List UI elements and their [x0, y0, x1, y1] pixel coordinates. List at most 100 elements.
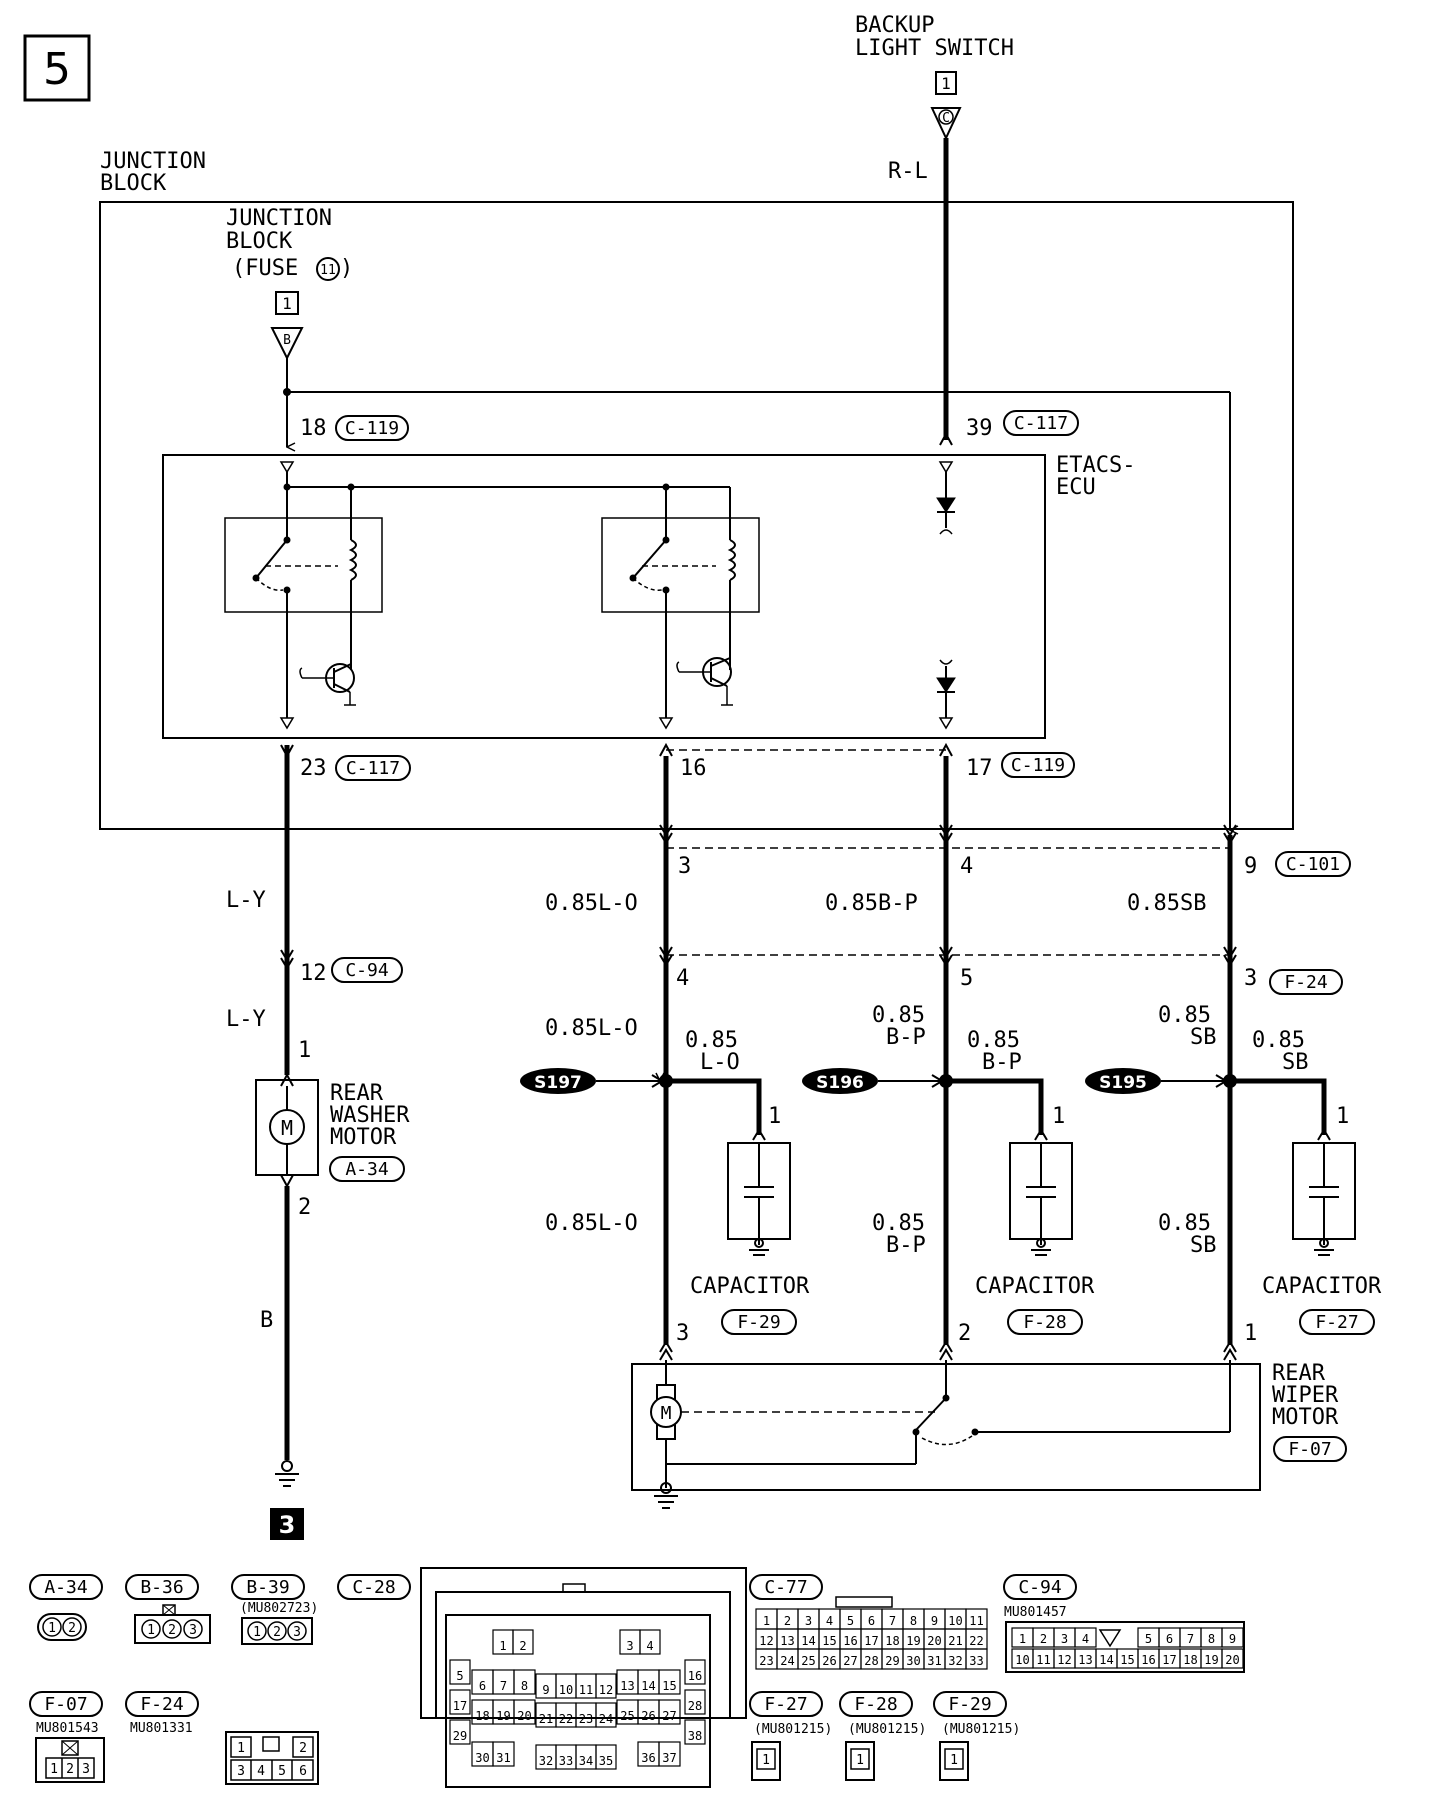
- svg-text:2: 2: [299, 1741, 307, 1756]
- c28-pin-label: 29: [453, 1729, 467, 1743]
- svg-text:(MU801215): (MU801215): [848, 1722, 926, 1737]
- c28-pin-label: 30: [475, 1751, 489, 1765]
- backup-light-switch: BACKUP LIGHT SWITCH 1 C: [855, 13, 1014, 141]
- svg-text:1: 1: [48, 1621, 56, 1636]
- svg-text:2: 2: [168, 1623, 176, 1638]
- c77-pin-label: 17: [864, 1634, 878, 1648]
- c77-pin-label: 27: [843, 1654, 857, 1668]
- c94-pin-label: 16: [1141, 1653, 1155, 1667]
- c28-pin-label: 12: [599, 1683, 613, 1697]
- svg-text:11: 11: [320, 263, 336, 278]
- junction-block: JUNCTION BLOCK: [99, 149, 1294, 830]
- c28-pin-label: 27: [662, 1709, 676, 1723]
- svg-text:B: B: [260, 1308, 273, 1333]
- backup-switch-label-1: BACKUP: [855, 13, 934, 38]
- svg-text:C-119: C-119: [1011, 755, 1065, 776]
- svg-text:F-24: F-24: [1284, 972, 1327, 993]
- c94-pin-label: 3: [1061, 1632, 1068, 1646]
- connector-tag-f24: F-24: [1269, 969, 1343, 995]
- svg-text:9: 9: [1244, 854, 1257, 879]
- svg-text:S196: S196: [816, 1073, 864, 1093]
- connector-tag-c119a: C-119: [335, 415, 409, 441]
- c28-pin-cell: [595, 1702, 617, 1728]
- svg-text:3: 3: [82, 1762, 90, 1777]
- svg-text:MOTOR: MOTOR: [1272, 1405, 1339, 1430]
- svg-text:SB: SB: [1190, 1025, 1217, 1050]
- svg-text:23: 23: [300, 756, 327, 781]
- svg-text:17: 17: [966, 756, 993, 781]
- c94-pin-label: 17: [1162, 1653, 1176, 1667]
- conn-ref-b39: B-39 (MU802723) 1 2 3: [231, 1574, 318, 1645]
- svg-text:1: 1: [147, 1623, 155, 1638]
- c28-pin-label: 11: [579, 1683, 593, 1697]
- svg-text:F-07: F-07: [44, 1694, 87, 1715]
- svg-text:0.85: 0.85: [1158, 1003, 1211, 1028]
- c77-pin-label: 26: [822, 1654, 836, 1668]
- svg-text:C-94: C-94: [345, 960, 388, 981]
- svg-text:3: 3: [1244, 966, 1257, 991]
- svg-text:1: 1: [298, 1038, 311, 1063]
- c28-pin-label: 10: [559, 1683, 573, 1697]
- splice-s195: S195: [1085, 1068, 1237, 1094]
- c77-pin-label: 4: [826, 1614, 833, 1628]
- svg-text:0.85: 0.85: [872, 1211, 925, 1236]
- c94-pin-label: 13: [1078, 1653, 1092, 1667]
- rear-washer-motor: M REAR WASHER MOTOR A-34 2: [255, 1072, 410, 1220]
- svg-text:(FUSE: (FUSE: [232, 256, 298, 281]
- svg-text:3: 3: [189, 1623, 197, 1638]
- c94-pin-cell: [1221, 1627, 1244, 1648]
- svg-text:WASHER: WASHER: [330, 1103, 410, 1128]
- svg-text:B-P: B-P: [886, 1233, 926, 1258]
- svg-text:SB: SB: [1282, 1050, 1309, 1075]
- c94-pin-label: 4: [1082, 1632, 1089, 1646]
- c28-pin-label: 34: [579, 1754, 593, 1768]
- capacitor-f27: 1 CAPACITOR F-27: [1230, 1078, 1382, 1335]
- svg-text:ETACS-: ETACS-: [1056, 453, 1135, 478]
- svg-text:C-101: C-101: [1286, 854, 1340, 875]
- svg-text:ECU: ECU: [1056, 475, 1096, 500]
- c28-pin-label: 20: [517, 1709, 531, 1723]
- svg-text:3: 3: [678, 854, 691, 879]
- c28-pin-cell: [595, 1744, 617, 1770]
- c28-pin-cell: [449, 1689, 471, 1715]
- svg-text:MU801457: MU801457: [1004, 1605, 1067, 1620]
- c94-frame: [1005, 1621, 1245, 1673]
- c94-pin-label: 8: [1208, 1632, 1215, 1646]
- c77-pin-label: 13: [780, 1634, 794, 1648]
- c77-pin-label: 1: [763, 1614, 770, 1628]
- c28-pin-label: 15: [662, 1679, 676, 1693]
- svg-text:4: 4: [257, 1764, 265, 1779]
- c28-pin-label: 14: [641, 1679, 655, 1693]
- washer-ground: B 3: [260, 1186, 304, 1540]
- conn-ref-f07: F-07 MU801543 1 2 3: [29, 1691, 105, 1783]
- svg-text:BLOCK: BLOCK: [226, 229, 293, 254]
- svg-text:1: 1: [1336, 1104, 1349, 1129]
- c28-pin-label: 21: [539, 1712, 553, 1726]
- c28-pin-label: 37: [662, 1751, 676, 1765]
- svg-text:0.85B-P: 0.85B-P: [825, 891, 918, 916]
- c77-pin-label: 18: [885, 1634, 899, 1648]
- c28-pin-label: 24: [599, 1712, 613, 1726]
- svg-text:0.85L-O: 0.85L-O: [545, 891, 638, 916]
- c28-pin-cell: [513, 1699, 536, 1725]
- connector-tag-c119b: C-119: [1001, 752, 1075, 778]
- junction-block-fuse: JUNCTION BLOCK (FUSE 11 ) 1 B: [226, 206, 353, 361]
- c77-pin-label: 25: [801, 1654, 815, 1668]
- svg-text:L-Y: L-Y: [226, 888, 266, 913]
- c77-pin-label: 2: [784, 1614, 791, 1628]
- c28-pin-cell: [492, 1741, 515, 1767]
- wire-r-l: R-L: [888, 138, 949, 440]
- svg-text:18: 18: [300, 416, 327, 441]
- svg-text:0.85L-O: 0.85L-O: [545, 1211, 638, 1236]
- svg-text:3: 3: [279, 1511, 296, 1539]
- c77-pin-label: 20: [927, 1634, 941, 1648]
- svg-text:5: 5: [960, 966, 973, 991]
- c28-pin-cell: [639, 1629, 661, 1655]
- c28-pin-label: 18: [475, 1709, 489, 1723]
- svg-text:2: 2: [298, 1195, 311, 1220]
- c77-pin-label: 32: [948, 1654, 962, 1668]
- c77-pin-label: 19: [906, 1634, 920, 1648]
